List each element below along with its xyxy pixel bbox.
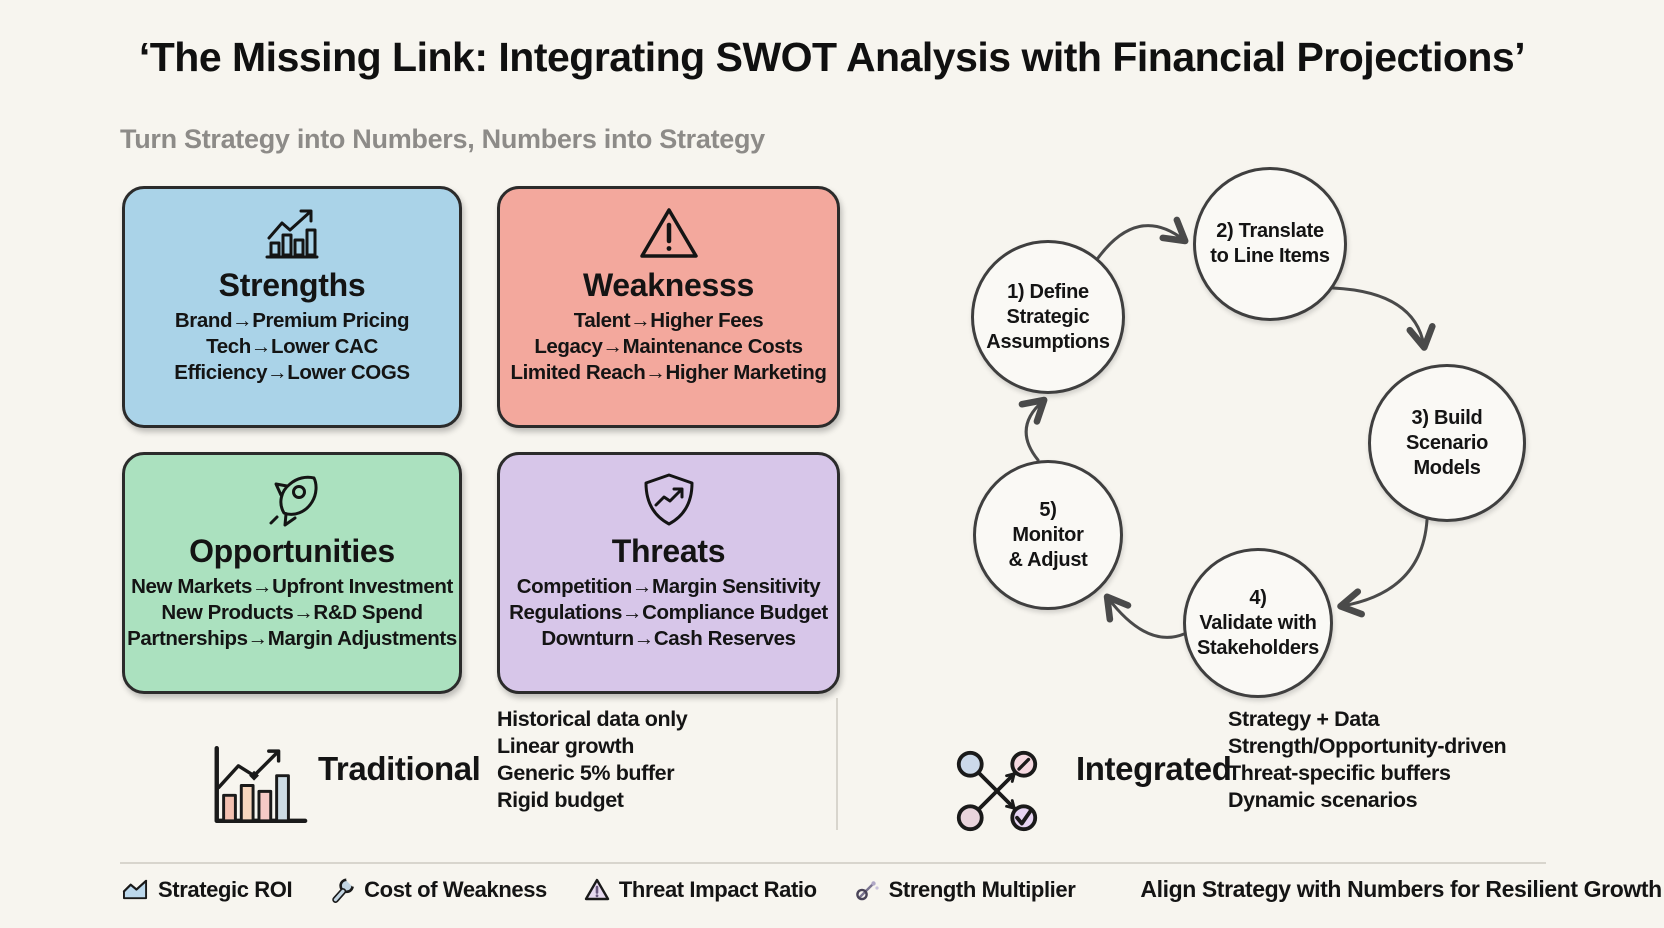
area-chart-icon xyxy=(122,877,149,902)
cycle-step-2-label: 2) Translate to Line Items xyxy=(1210,220,1330,267)
legend-label: Cost of Weakness xyxy=(364,876,547,902)
integrated-point: Threat-specific buffers xyxy=(1228,761,1451,785)
traditional-label: Traditional xyxy=(318,750,481,787)
opportunities-line: New Products→R&D Spend xyxy=(161,601,423,624)
shield-trend-icon xyxy=(637,469,701,531)
cycle-diagram: 1) Define Strategic Assumptions 2) Trans… xyxy=(900,140,1560,698)
integrated-points: Strategy + Data Strength/Opportunity-dri… xyxy=(1228,706,1507,814)
comparison-divider xyxy=(836,698,838,830)
weaknesses-line: Limited Reach→Higher Marketing xyxy=(510,361,827,384)
integrated-point: Dynamic scenarios xyxy=(1228,788,1418,812)
rocket-icon xyxy=(260,469,324,531)
legend-label: Strength Multiplier xyxy=(888,876,1076,902)
threats-line: Competition→Margin Sensitivity xyxy=(516,575,821,598)
traditional-point: Linear growth xyxy=(497,734,634,758)
traditional-point: Generic 5% buffer xyxy=(497,761,675,785)
opportunities-title: Opportunities xyxy=(189,533,395,569)
cycle-step-5-label: 5) Monitor & Adjust xyxy=(1008,498,1088,571)
strengths-quadrant: Strengths Brand→Premium Pricing Tech→Low… xyxy=(122,186,462,428)
integrated-point: Strategy + Data xyxy=(1228,707,1380,731)
legend-tagline: Align Strategy with Numbers for Resilien… xyxy=(1140,876,1662,902)
bar-chart-colored-icon xyxy=(203,738,311,837)
integrated-point: Strength/Opportunity-driven xyxy=(1228,734,1507,758)
opportunities-quadrant: Opportunities New Markets→Upfront Invest… xyxy=(122,452,462,694)
threats-title: Threats xyxy=(611,533,726,569)
weaknesses-title: Weaknesss xyxy=(582,267,755,303)
network-check-icon xyxy=(953,748,1041,839)
weaknesses-line: Talent→Higher Fees xyxy=(573,309,764,332)
footer-divider xyxy=(120,862,1546,864)
integrated-label: Integrated xyxy=(1076,750,1232,787)
multiplier-icon xyxy=(854,877,880,903)
legend-item-strategic-roi: Strategic ROI xyxy=(122,876,293,903)
wrench-icon xyxy=(329,876,356,903)
legend-label: Threat Impact Ratio xyxy=(618,876,817,902)
legend-item-threat-impact-ratio: Threat Impact Ratio xyxy=(584,877,817,903)
threats-line: Downturn→Cash Reserves xyxy=(541,627,796,650)
cycle-step-4: 4) Validate with Stakeholders xyxy=(1183,548,1333,698)
weaknesses-line: Legacy→Maintenance Costs xyxy=(534,335,803,358)
traditional-point: Historical data only xyxy=(497,707,688,731)
cycle-step-1-label: 1) Define Strategic Assumptions xyxy=(986,280,1110,353)
legend-item-strength-multiplier: Strength Multiplier xyxy=(854,877,1076,903)
traditional-point: Rigid budget xyxy=(497,788,624,812)
warning-triangle-icon xyxy=(637,203,701,265)
cycle-step-2: 2) Translate to Line Items xyxy=(1193,167,1347,321)
cycle-step-1: 1) Define Strategic Assumptions xyxy=(971,240,1125,394)
cycle-step-5: 5) Monitor & Adjust xyxy=(973,460,1123,610)
subtitle: Turn Strategy into Numbers, Numbers into… xyxy=(120,124,765,154)
opportunities-line: New Markets→Upfront Investment xyxy=(131,575,453,598)
legend-label: Strategic ROI xyxy=(158,876,293,902)
cycle-step-3-label: 3) Build Scenario Models xyxy=(1405,406,1489,479)
strengths-line: Efficiency→Lower COGS xyxy=(174,361,410,384)
page-title: ‘The Missing Link: Integrating SWOT Anal… xyxy=(138,34,1526,80)
strengths-line: Brand→Premium Pricing xyxy=(174,309,410,332)
opportunities-line: Partnerships→Margin Adjustments xyxy=(127,627,457,650)
weaknesses-quadrant: Weaknesss Talent→Higher Fees Legacy→Main… xyxy=(497,186,840,428)
legend-item-cost-of-weakness: Cost of Weakness xyxy=(329,876,547,903)
warning-triangle-icon xyxy=(584,878,610,902)
strengths-title: Strengths xyxy=(218,267,366,303)
cycle-step-4-label: 4) Validate with Stakeholders xyxy=(1196,586,1319,659)
traditional-points: Historical data only Linear growth Gener… xyxy=(497,706,688,814)
bar-chart-trend-icon xyxy=(260,203,324,265)
legend: Strategic ROI Cost of Weakness xyxy=(122,876,1662,903)
cycle-arrows-icon xyxy=(1018,216,1436,639)
threats-quadrant: Threats Competition→Margin Sensitivity R… xyxy=(497,452,840,694)
strengths-line: Tech→Lower CAC xyxy=(206,335,378,358)
threats-line: Regulations→Compliance Budget xyxy=(509,601,828,624)
cycle-step-3: 3) Build Scenario Models xyxy=(1368,364,1526,522)
